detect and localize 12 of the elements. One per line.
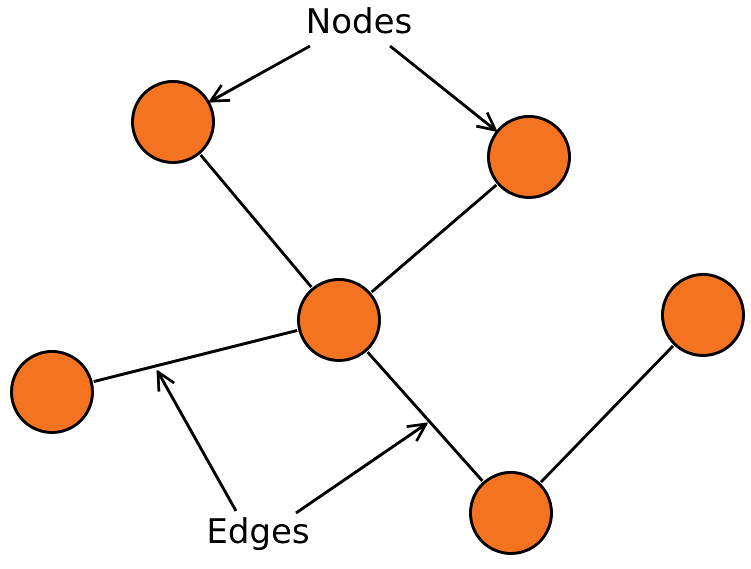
edge-line	[93, 329, 298, 383]
leader-arrow	[295, 422, 428, 514]
leader-arrow	[156, 370, 238, 512]
node-circle	[297, 278, 381, 362]
annotation-label: Nodes	[300, 2, 418, 42]
leader-arrow	[389, 44, 497, 132]
edge-line	[199, 154, 313, 288]
edge-line	[540, 344, 674, 484]
edge-line	[366, 351, 484, 482]
edge-line	[370, 184, 498, 294]
leader-arrow	[209, 44, 311, 103]
annotation-label: Edges	[204, 512, 312, 552]
